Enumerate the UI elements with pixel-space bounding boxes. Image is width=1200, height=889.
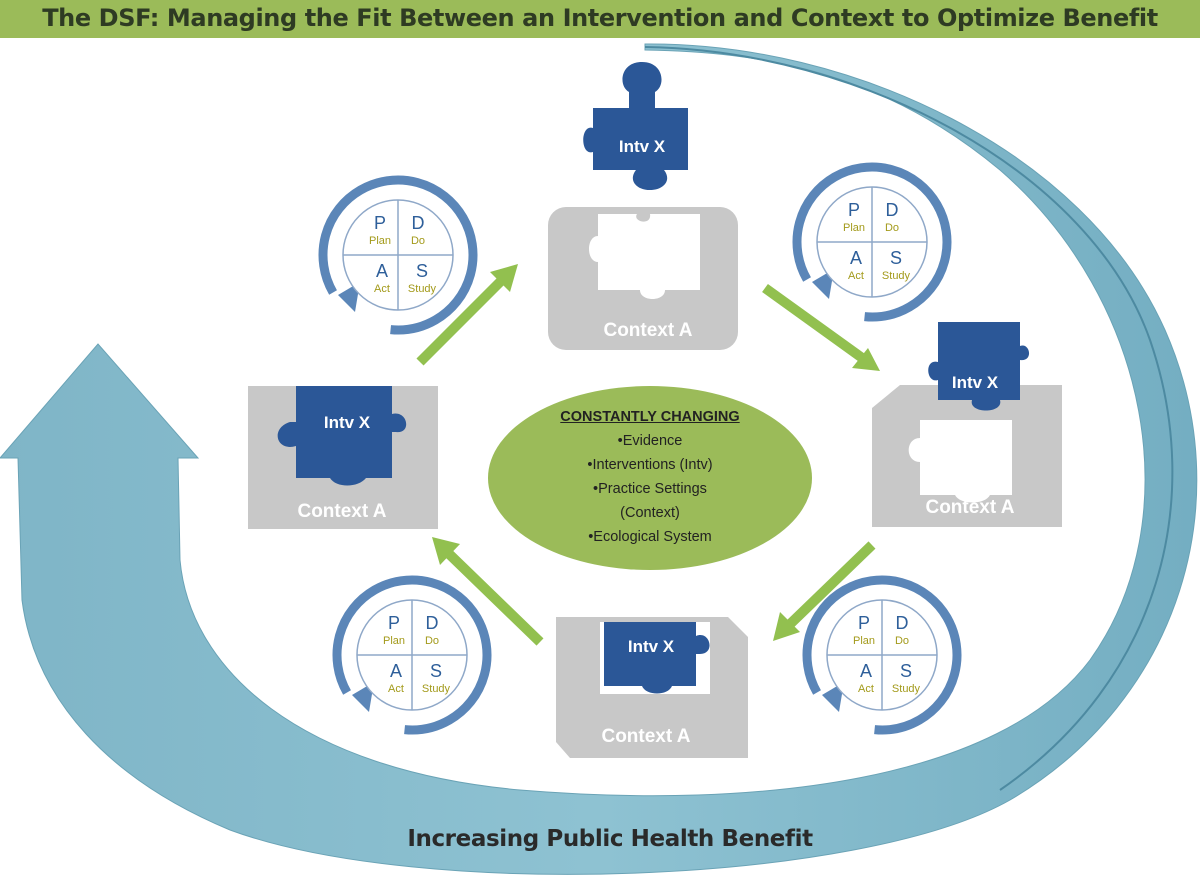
pdsa-cycle-top-left — [318, 175, 478, 335]
pdsa-bl-letter-d: D — [425, 613, 439, 633]
pdsa-tl-word-act: Act — [374, 283, 390, 295]
pdsa-tr-word-act: Act — [848, 270, 864, 282]
pdsa-br-letter-p: P — [857, 613, 870, 633]
pdsa-bl-word-act: Act — [388, 683, 404, 695]
intv-label-bottom: Intv X — [627, 637, 675, 656]
pdsa-br-word-act: Act — [858, 683, 874, 695]
pdsa-cycle-bottom-right — [802, 575, 962, 735]
constantly-changing-title: CONSTANTLY CHANGING — [560, 409, 740, 425]
diagram-title: The DSF: Managing the Fit Between an Int… — [42, 4, 1158, 32]
center-item-interventions: •Interventions (Intv) — [587, 457, 713, 473]
pdsa-tr-letter-s: S — [889, 248, 902, 268]
pdsa-tr-letter-p: P — [847, 200, 860, 220]
context-label-left: Context A — [297, 501, 387, 522]
context-top — [548, 207, 738, 350]
intv-label-right: Intv X — [951, 373, 999, 392]
pdsa-br-letter-d: D — [895, 613, 909, 633]
benefit-arrow-highlight — [644, 46, 1174, 791]
pdsa-tr-word-plan: Plan — [842, 222, 866, 234]
context-label-bottom: Context A — [601, 726, 691, 747]
pdsa-tl-letter-d: D — [411, 213, 425, 233]
public-health-benefit-label: Increasing Public Health Benefit — [407, 826, 813, 852]
context-bottom — [556, 617, 748, 758]
center-item-ecological-system: •Ecological System — [588, 529, 712, 545]
constantly-changing-text: CONSTANTLY CHANGING •Evidence •Intervent… — [500, 405, 800, 555]
pdsa-bl-word-plan: Plan — [382, 635, 406, 647]
title-bar — [0, 0, 1200, 38]
context-right — [872, 322, 1062, 527]
pdsa-br-letter-s: S — [899, 661, 912, 681]
pdsa-tl-word-do: Do — [410, 235, 426, 247]
context-right-empty-slot — [908, 420, 1012, 503]
intv-label-top: Intv X — [618, 137, 666, 156]
pdsa-tl-letter-a: A — [375, 261, 388, 281]
center-item-evidence: •Evidence — [617, 433, 683, 449]
context-label-right: Context A — [925, 497, 1015, 518]
pdsa-tl-word-study: Study — [407, 283, 437, 295]
puzzle-piece-top — [583, 62, 688, 190]
pdsa-br-word-do: Do — [894, 635, 910, 647]
pdsa-cycle-bottom-left — [332, 575, 492, 735]
pdsa-cycle-top-right — [792, 162, 952, 322]
arrow-right-to-bottom — [773, 541, 876, 641]
flow-arrows — [416, 264, 880, 646]
context-left — [248, 386, 438, 529]
pdsa-bl-word-study: Study — [421, 683, 451, 695]
context-top-empty-slot — [589, 214, 700, 299]
pdsa-br-letter-a: A — [859, 661, 872, 681]
arrow-bottom-to-left — [432, 537, 544, 646]
pdsa-tr-letter-a: A — [849, 248, 862, 268]
pdsa-tl-letter-p: P — [373, 213, 386, 233]
pdsa-tl-word-plan: Plan — [368, 235, 392, 247]
pdsa-bl-letter-p: P — [387, 613, 400, 633]
puzzle-piece-left — [277, 386, 407, 486]
pdsa-tr-letter-d: D — [885, 200, 899, 220]
pdsa-bl-letter-s: S — [429, 661, 442, 681]
center-item-context: (Context) — [620, 505, 680, 521]
arrow-left-to-top — [416, 264, 518, 366]
constantly-changing-ellipse — [488, 386, 812, 570]
context-label-top: Context A — [603, 320, 693, 341]
pdsa-br-word-study: Study — [891, 683, 921, 695]
pdsa-bl-word-do: Do — [424, 635, 440, 647]
pdsa-tr-word-do: Do — [884, 222, 900, 234]
arrow-top-to-right — [762, 283, 880, 371]
puzzle-piece-bottom — [604, 622, 710, 694]
intv-label-left: Intv X — [323, 413, 371, 432]
puzzle-piece-right — [928, 322, 1030, 411]
pdsa-bl-letter-a: A — [389, 661, 402, 681]
pdsa-tr-word-study: Study — [881, 270, 911, 282]
pdsa-br-word-plan: Plan — [852, 635, 876, 647]
public-health-benefit-arrow — [0, 43, 1198, 875]
pdsa-tl-letter-s: S — [415, 261, 428, 281]
center-item-practice-settings: •Practice Settings — [593, 481, 707, 497]
